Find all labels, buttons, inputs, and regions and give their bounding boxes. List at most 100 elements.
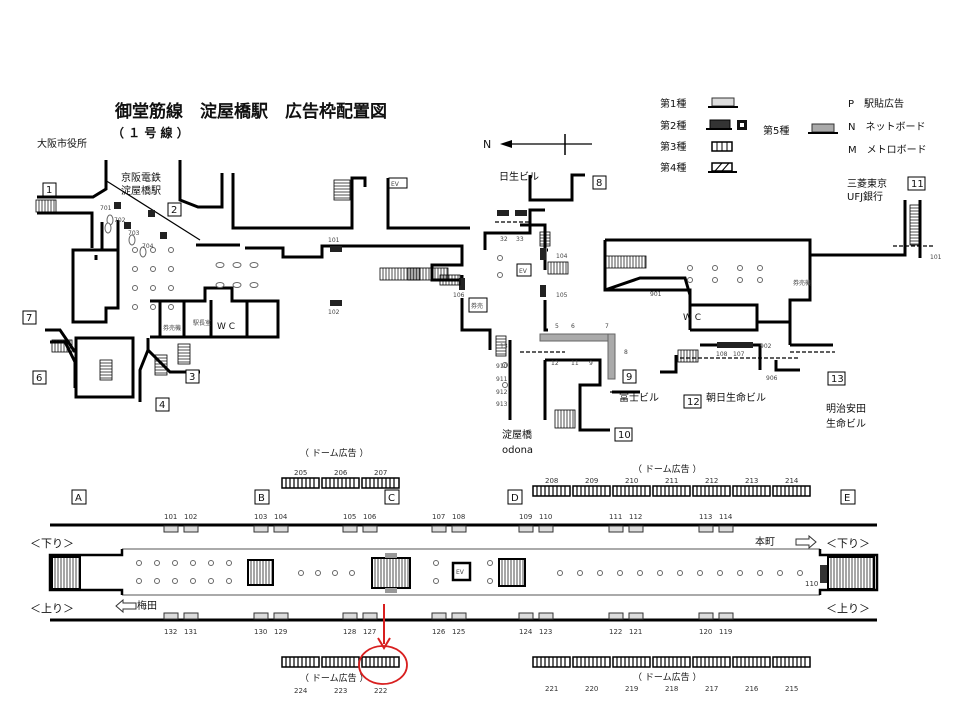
north-arrow: N [483,134,592,155]
exit-7-label: 7 [26,313,32,324]
dome-ad-number-215: 215 [785,685,798,693]
dome-ad-219 [612,656,651,668]
dome-ad-number-212: 212 [705,477,718,485]
platform-pillar [597,570,603,576]
platform-ad-number-124: 124 [519,628,533,636]
landmark-fuji: 富士ビル [619,391,659,404]
dome-label-bottom-right: （ ドーム広告 ） [633,671,701,683]
platform-ad-number-132: 132 [164,628,177,636]
ev-label-north: EV [519,268,528,275]
dome-ad-208 [532,485,571,497]
pillar [497,272,503,278]
plan-ad-number-902: 902 [760,343,772,350]
platform-ad-108 [451,525,467,533]
dome-ad-211 [652,485,691,497]
stairs-outline [333,179,351,201]
dome-ad-205 [281,477,320,489]
line-subtitle: （ １ 号 線 ） [112,125,189,140]
platform-end-ad [820,565,827,583]
platform-ad-104 [273,525,289,533]
section-A-box [71,489,87,505]
stairs-outline [35,199,57,213]
dome-ad-frame [772,485,811,497]
plan-ad-number-102: 102 [328,309,340,316]
section-D-label: D [511,493,519,504]
destination-honmachi: 本町 [755,535,775,548]
dome-ad-frame [732,656,771,668]
stairs [539,231,551,247]
stairs-outline [154,354,168,376]
arrow-right-icon [795,534,817,550]
platform-pillar [154,560,160,566]
dome-ad-207 [361,477,400,489]
stairs-outline [909,204,921,246]
platform-pillar [433,560,439,566]
type2-ad-block [717,342,735,348]
platform-pillar [717,570,723,576]
pillar [497,255,503,261]
exit-8-label: 8 [596,178,602,189]
landmark-meiji: 明治安田 [826,402,866,415]
exit-12-label: 12 [687,397,700,408]
plan-ad-number-901: 901 [650,291,662,298]
type2-ad-block [330,246,342,252]
exit-4-box [155,397,170,412]
dome-ad-number-209: 209 [585,477,598,485]
type2-ad-block [735,342,753,348]
dome-ad-frame [652,485,691,497]
dome-ad-216 [732,656,771,668]
platform-ad-120 [698,612,714,620]
pillar [502,362,508,368]
north-label: N [483,138,491,151]
platform-ad-105 [342,525,358,533]
stairs-outline [407,267,449,281]
stairs-outline [554,409,576,429]
highlight-marker [358,604,408,685]
wc-label: W C [217,322,235,332]
dome-ad-number-211: 211 [665,477,678,485]
plan-ad-number-9: 9 [589,360,593,367]
exit-12-box [683,394,702,409]
dome-ad-number-210: 210 [625,477,638,485]
platform-ad-109 [518,525,534,533]
stairs [407,267,449,281]
dome-ad-218 [652,656,691,668]
type2-ad-block [114,202,121,209]
stairs-outline [51,556,81,590]
type1-ad-oval [128,234,136,246]
platform-stairs-b [247,559,274,586]
ev-label-top: EV [391,181,400,188]
legend: 第1種 第2種 第3種 第4種 第5種 P 駅貼広告 N ネットボード M メト… [660,97,927,174]
platform-pillar [226,578,232,584]
stairs-outline [498,558,526,587]
platform-pillar [637,570,643,576]
dome-ad-frame [321,477,360,489]
platform-ad-number-127: 127 [363,628,376,636]
wc-label-east: W C [683,313,701,323]
dome-ad-223 [321,656,360,668]
type2-ad-block [540,248,546,260]
platform-pillar [172,560,178,566]
plan-ad-number-101: 101 [328,237,340,244]
dome-ad-number-221: 221 [545,685,558,693]
platform-end-ad-number: 110 [805,580,818,588]
section-A-label: A [75,493,82,504]
platform-ad-number-128: 128 [343,628,356,636]
legend-type4-swatch [708,162,737,173]
exit-9-box [622,369,637,384]
legend-type1-swatch [711,97,735,107]
section-C-box [384,489,400,505]
plan-ad-number-33: 33 [516,236,524,243]
platform-ad-number-108: 108 [452,513,465,521]
ticket-machine-room-label: 券売機 [163,324,181,332]
platform-ad-number-102: 102 [184,513,197,521]
platform-pillar [557,570,563,576]
stairs [333,179,351,201]
platform-pillar [332,570,338,576]
plan-ad-number-701: 701 [100,205,112,212]
dome-ad-number-223: 223 [334,687,347,695]
landmark-mufg-2: UFJ銀行 [847,190,883,203]
exit-4-label: 4 [159,400,165,411]
plan-ad-number-12: 12 [551,360,559,367]
platform-ad-121 [628,612,644,620]
